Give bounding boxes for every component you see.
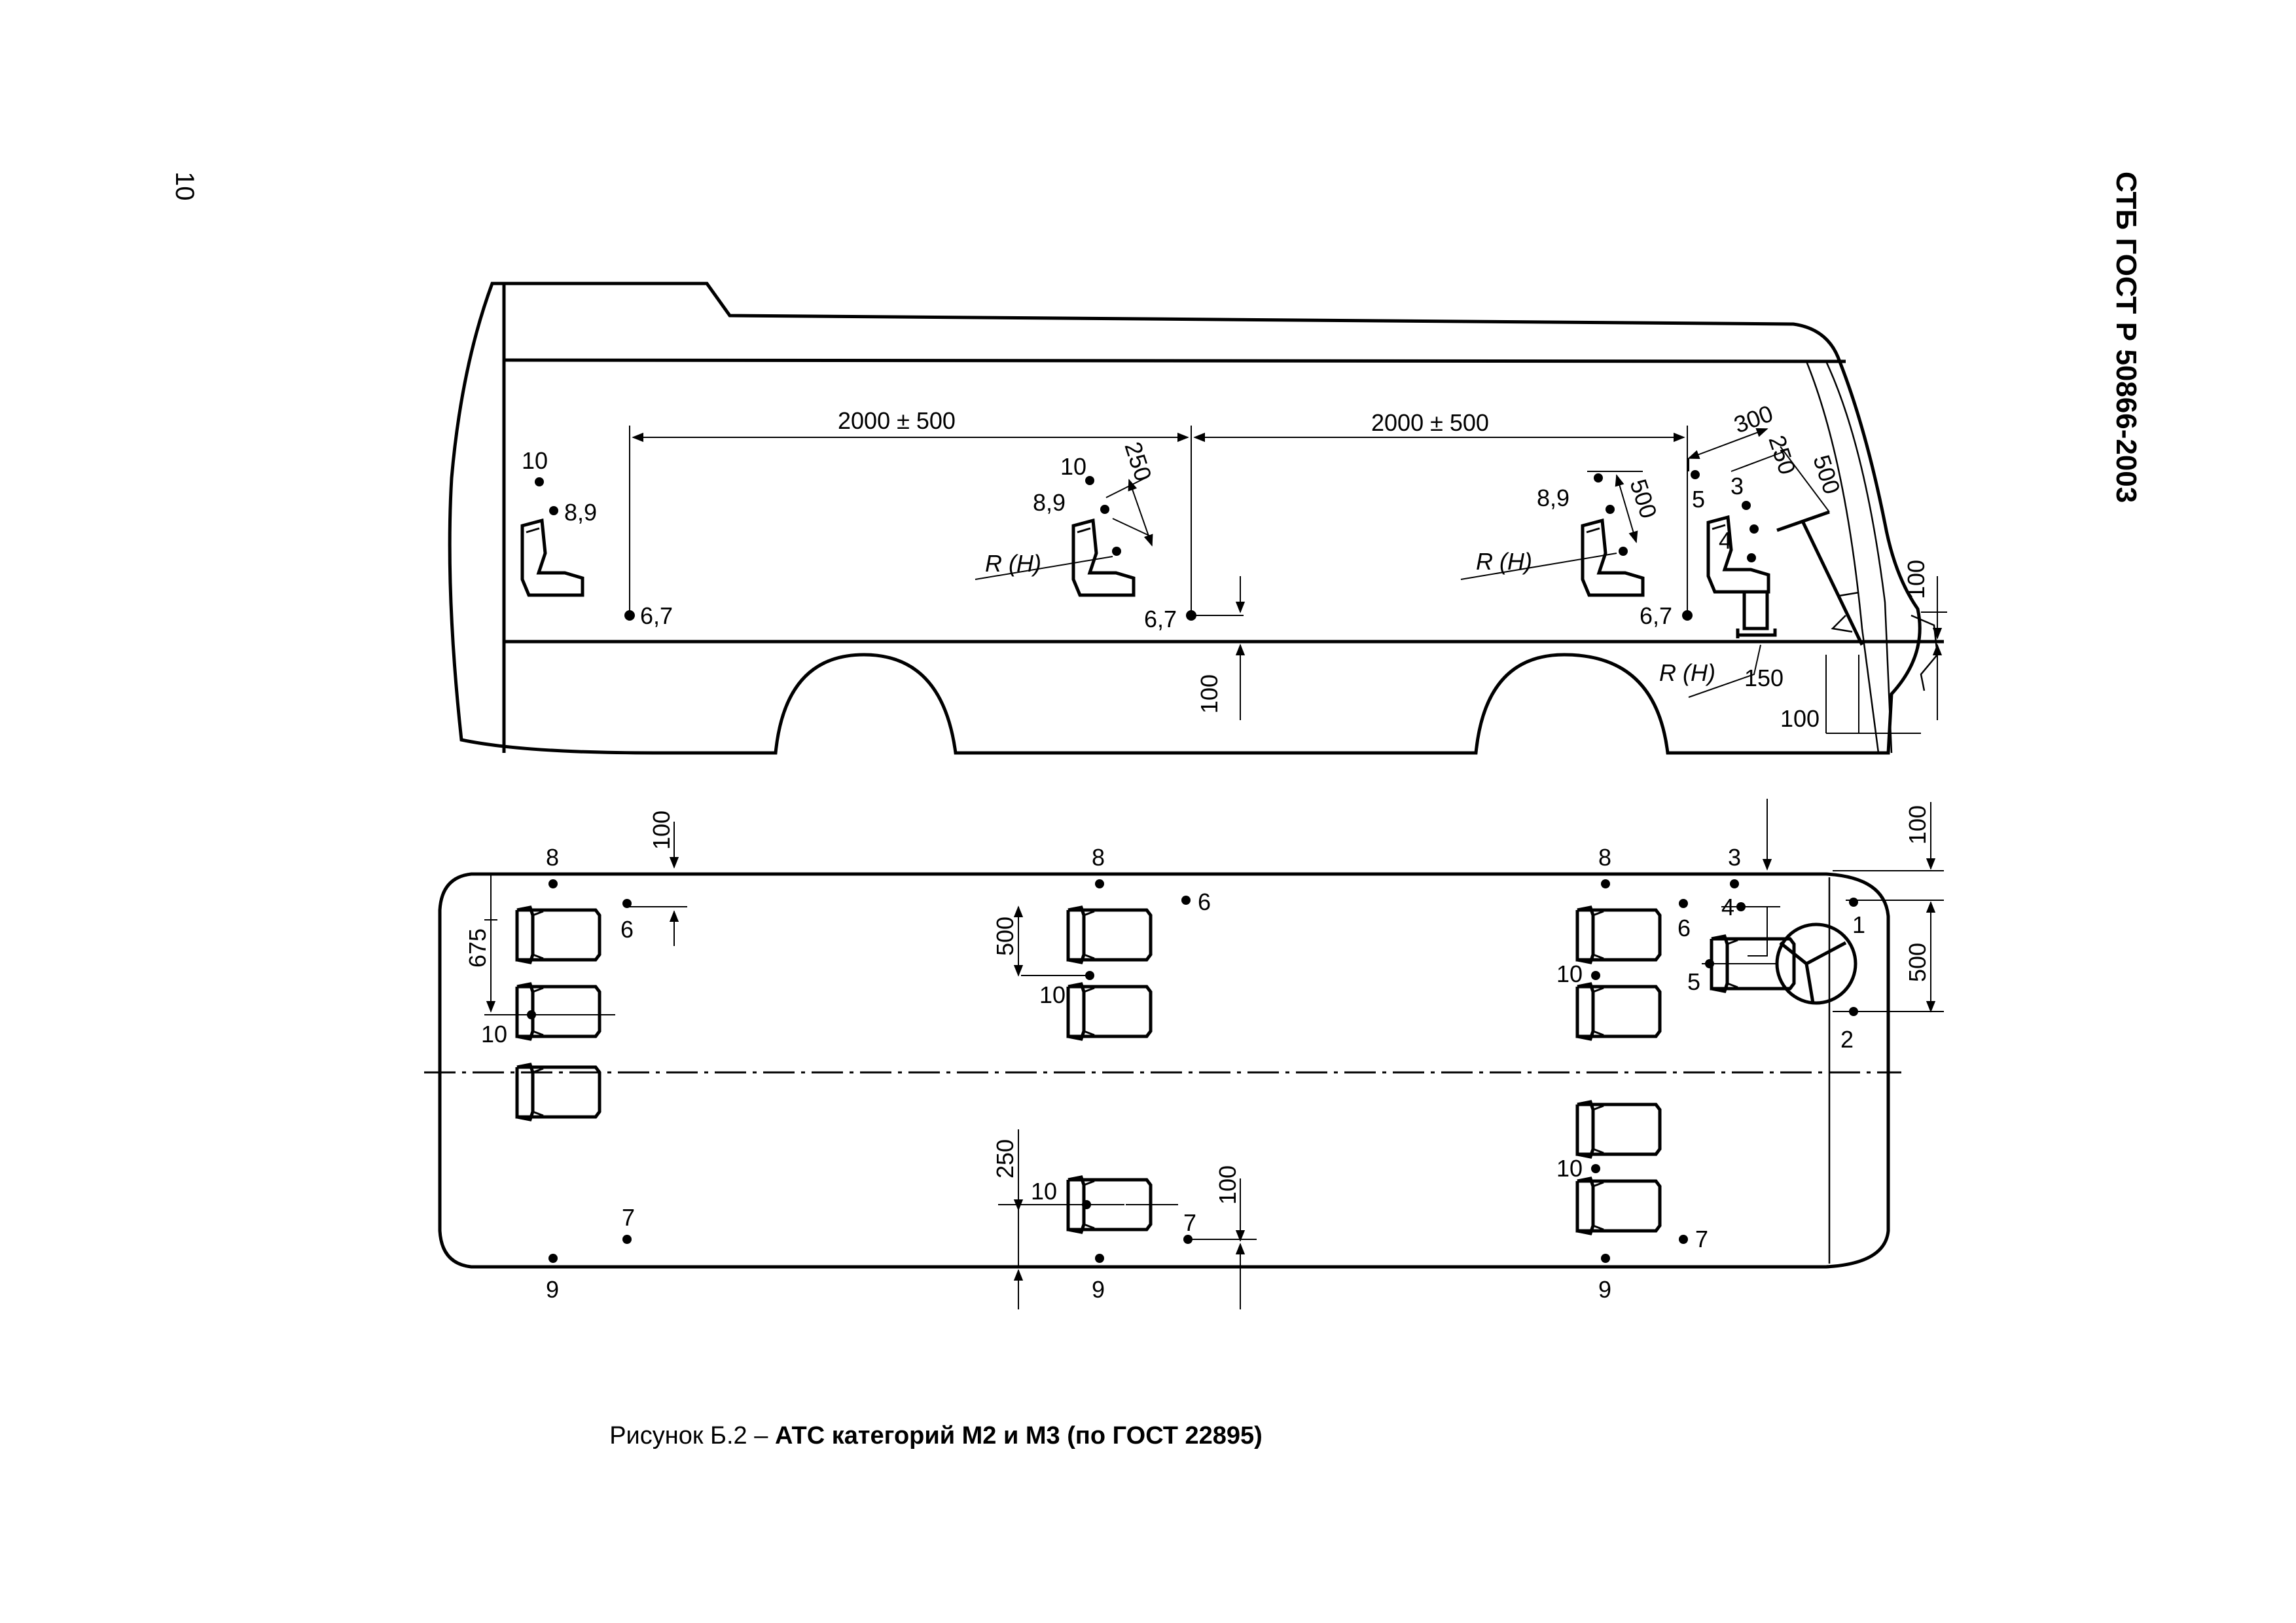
label-point-10: 10 — [1556, 960, 1583, 987]
caption-title: АТС категорий М2 и М3 (по ГОСТ 22895) — [774, 1422, 1263, 1450]
steering-wheel — [1775, 922, 1857, 1005]
dim-100: 100 — [1903, 560, 1929, 599]
label-point-10: 10 — [481, 1021, 507, 1048]
dim-250: 250 — [1119, 439, 1157, 484]
label-point-8: 8 — [1598, 844, 1611, 871]
dim-150: 150 — [1744, 665, 1784, 691]
plan-view-points — [527, 879, 1858, 1263]
label-point-10: 10 — [522, 447, 548, 474]
document-id: СТБ ГОСТ Р 50866-2003 — [2110, 172, 2142, 503]
label-point-2: 2 — [1840, 1026, 1854, 1053]
label-point-7: 7 — [1183, 1209, 1196, 1236]
label-point-8-9: 8,9 — [564, 499, 597, 526]
label-point-8: 8 — [546, 844, 559, 871]
dim-500: 500 — [1624, 476, 1662, 522]
side-dimension-lines — [629, 426, 1947, 734]
dim-500: 500 — [992, 917, 1018, 956]
plan-dimension-lines — [484, 799, 1944, 1309]
caption-prefix: Рисунок Б.2 – — [609, 1422, 775, 1450]
dim-100: 100 — [1214, 1165, 1241, 1205]
plan-seats — [517, 907, 1794, 1233]
side-steering-column — [1776, 510, 1864, 646]
label-point-9: 9 — [1598, 1276, 1611, 1303]
side-view-points — [535, 470, 1759, 621]
label-point-6: 6 — [620, 916, 634, 943]
label-rh: R (H) — [1659, 659, 1715, 686]
dim-250: 250 — [992, 1139, 1018, 1178]
dim-spacing-front: 2000 ± 500 — [1371, 409, 1489, 436]
dim-100: 100 — [1196, 674, 1223, 714]
label-point-10: 10 — [1039, 981, 1066, 1008]
label-point-9: 9 — [1092, 1276, 1105, 1303]
label-point-9: 9 — [546, 1276, 559, 1303]
label-point-3: 3 — [1728, 844, 1741, 871]
label-rh: R (H) — [1476, 548, 1532, 575]
side-driver-seat — [1708, 517, 1777, 638]
side-view-labels: 2000 ± 500 2000 ± 500 10 8,9 6,7 10 8,9 … — [522, 399, 1929, 732]
dim-300: 300 — [1731, 399, 1776, 438]
label-point-3: 3 — [1731, 473, 1744, 500]
label-point-5: 5 — [1687, 968, 1700, 995]
label-rh: R (H) — [985, 550, 1041, 577]
label-point-5: 5 — [1692, 486, 1705, 513]
label-point-8-9: 8,9 — [1033, 489, 1066, 516]
plan-view-labels: 8 6 675 100 10 7 9 8 6 500 10 250 10 100… — [464, 805, 1931, 1303]
label-point-6: 6 — [1198, 888, 1211, 915]
label-point-10: 10 — [1556, 1155, 1583, 1182]
label-point-10: 10 — [1031, 1178, 1057, 1205]
label-point-6-7: 6,7 — [640, 602, 673, 629]
dim-250: 250 — [1763, 432, 1801, 478]
label-point-1: 1 — [1852, 911, 1865, 938]
dim-675: 675 — [464, 928, 491, 968]
label-point-4: 4 — [1721, 894, 1734, 921]
side-seat-rear — [522, 520, 583, 595]
dim-100: 100 — [1904, 805, 1931, 845]
label-point-6: 6 — [1677, 915, 1691, 941]
dim-500: 500 — [1904, 943, 1931, 982]
label-point-8: 8 — [1092, 844, 1105, 871]
label-point-6-7: 6,7 — [1144, 606, 1177, 632]
figure-caption: Рисунок Б.2 – АТС категорий М2 и М3 (по … — [0, 1422, 1872, 1450]
label-point-8-9: 8,9 — [1537, 484, 1570, 511]
label-point-7: 7 — [622, 1204, 635, 1231]
label-point-10: 10 — [1060, 453, 1086, 480]
page-number: 10 — [170, 172, 199, 201]
label-point-4: 4 — [1719, 527, 1732, 554]
dim-100: 100 — [648, 811, 675, 850]
label-point-6-7: 6,7 — [1640, 602, 1672, 629]
dim-100: 100 — [1780, 705, 1820, 732]
label-point-7: 7 — [1695, 1226, 1708, 1252]
plan-view-body — [424, 872, 1901, 1269]
dim-spacing-rear: 2000 ± 500 — [838, 407, 956, 434]
